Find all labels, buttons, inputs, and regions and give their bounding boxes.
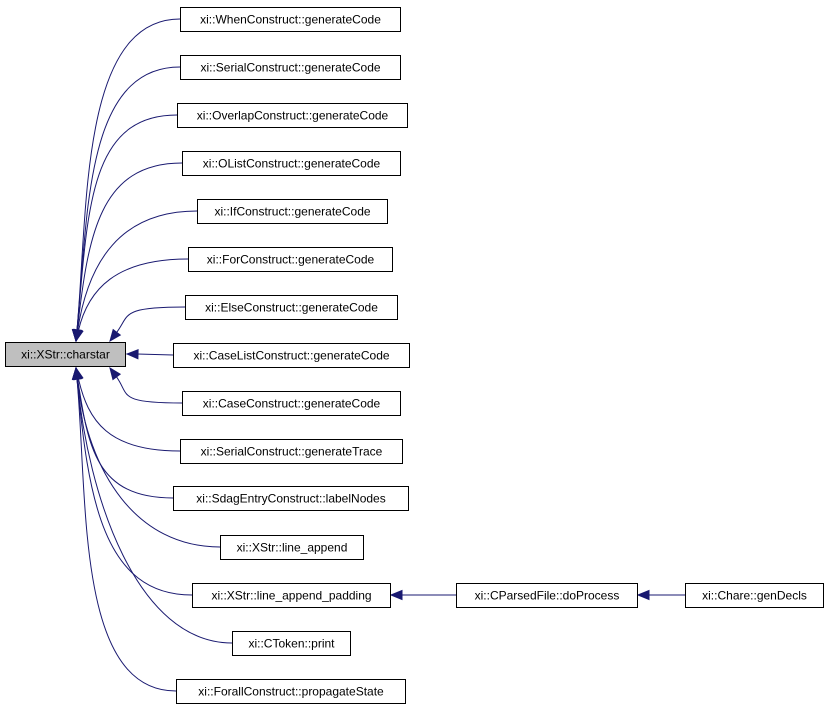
edge-caselist-to-charstar (125, 349, 174, 360)
call-edges (71, 18, 685, 692)
node-else[interactable]: xi::ElseConstruct::generateCode (185, 295, 398, 320)
node-box (173, 343, 410, 368)
node-box (220, 535, 364, 560)
node-box (176, 679, 406, 704)
arrow-head-icon (109, 366, 122, 381)
node-label: xi::WhenConstruct::generateCode (200, 13, 381, 27)
edge-line (76, 162, 183, 332)
node-overlap[interactable]: xi::OverlapConstruct::generateCode (177, 103, 408, 128)
node-label: xi::ForConstruct::generateCode (207, 253, 375, 267)
node-for[interactable]: xi::ForConstruct::generateCode (188, 247, 393, 272)
edge-forall-to-charstar (71, 366, 177, 692)
edge-line (115, 375, 183, 404)
edge-serial-to-charstar (71, 66, 181, 343)
node-label: xi::CParsedFile::doProcess (475, 589, 620, 603)
node-box (192, 583, 391, 608)
node-box (685, 583, 824, 608)
node-forall[interactable]: xi::ForallConstruct::propagateState (176, 679, 406, 704)
edge-case-to-charstar (109, 366, 183, 404)
node-box (456, 583, 638, 608)
arrow-head-icon (389, 589, 403, 601)
node-box (182, 391, 401, 416)
node-label: xi::OverlapConstruct::generateCode (197, 109, 389, 123)
edge-line (76, 377, 233, 644)
node-case[interactable]: xi::CaseConstruct::generateCode (182, 391, 401, 416)
edge-gendecls-to-cparsed (636, 589, 685, 601)
node-ctoken[interactable]: xi::CToken::print (232, 631, 351, 656)
node-label: xi::ElseConstruct::generateCode (205, 301, 378, 315)
node-cparsed[interactable]: xi::CParsedFile::doProcess (456, 583, 638, 608)
node-label: xi::XStr::line_append_padding (211, 589, 371, 603)
call-nodes: xi::XStr::charstar xi::WhenConstruct::gen… (5, 7, 824, 704)
edge-line (136, 353, 174, 356)
node-label: xi::XStr::line_append (237, 541, 348, 555)
node-box (197, 199, 388, 224)
node-box (173, 486, 409, 511)
node-box (180, 55, 401, 80)
node-charstar[interactable]: xi::XStr::charstar (5, 342, 126, 367)
node-label: xi::SdagEntryConstruct::labelNodes (196, 492, 385, 506)
node-label: xi::SerialConstruct::generateTrace (201, 445, 383, 459)
node-serialtrace[interactable]: xi::SerialConstruct::generateTrace (180, 439, 403, 464)
node-label: xi::XStr::charstar (21, 348, 110, 362)
node-box (232, 631, 351, 656)
edge-line (76, 114, 178, 332)
node-lineappendpad[interactable]: xi::XStr::line_append_padding (192, 583, 391, 608)
node-serial[interactable]: xi::SerialConstruct::generateCode (180, 55, 401, 80)
edge-if-to-charstar (72, 210, 198, 343)
edge-line (77, 210, 198, 332)
node-gendecls[interactable]: xi::Chare::genDecls (685, 583, 824, 608)
edge-olist-to-charstar (72, 162, 183, 343)
node-label: xi::SerialConstruct::generateCode (200, 61, 380, 75)
node-sdag[interactable]: xi::SdagEntryConstruct::labelNodes (173, 486, 409, 511)
edge-else-to-charstar (109, 306, 186, 343)
node-when[interactable]: xi::WhenConstruct::generateCode (180, 7, 401, 32)
node-label: xi::Chare::genDecls (702, 589, 807, 603)
arrow-head-icon (73, 328, 84, 343)
node-label: xi::CToken::print (248, 637, 335, 651)
node-box (5, 342, 126, 367)
node-label: xi::IfConstruct::generateCode (214, 205, 370, 219)
node-label: xi::CaseConstruct::generateCode (203, 397, 381, 411)
node-label: xi::OListConstruct::generateCode (203, 157, 381, 171)
node-caselist[interactable]: xi::CaseListConstruct::generateCode (173, 343, 410, 368)
arrow-head-icon (109, 328, 122, 343)
node-box (180, 7, 401, 32)
node-box (180, 439, 403, 464)
arrow-head-icon (125, 349, 139, 360)
node-if[interactable]: xi::IfConstruct::generateCode (197, 199, 388, 224)
edge-cparsed-to-lineappendpad (389, 589, 456, 601)
edge-line (76, 377, 177, 692)
edge-line (76, 377, 221, 548)
arrow-head-icon (71, 366, 83, 380)
edge-line (76, 377, 193, 596)
edge-line (77, 377, 174, 499)
node-box (185, 295, 398, 320)
node-label: xi::ForallConstruct::propagateState (198, 685, 384, 699)
node-olist[interactable]: xi::OListConstruct::generateCode (182, 151, 401, 176)
edge-for-to-charstar (73, 258, 189, 343)
node-label: xi::CaseListConstruct::generateCode (193, 349, 389, 363)
edge-line (77, 258, 189, 332)
node-lineappend[interactable]: xi::XStr::line_append (220, 535, 364, 560)
edge-line (77, 377, 181, 452)
node-box (182, 151, 401, 176)
edge-line (115, 306, 186, 334)
node-box (177, 103, 408, 128)
arrow-head-icon (636, 589, 650, 601)
node-box (188, 247, 393, 272)
